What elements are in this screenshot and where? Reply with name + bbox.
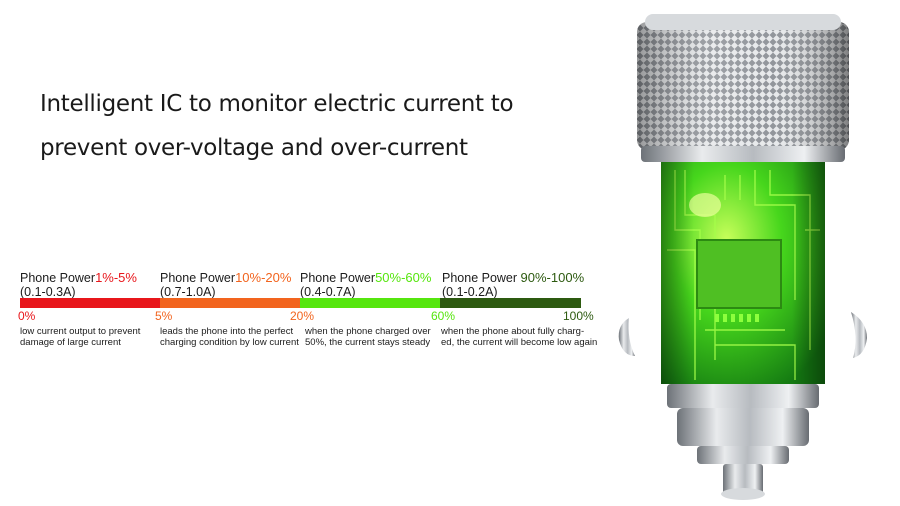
segment-label-1: Phone Power1%-5% (0.1-0.3A) [20, 270, 137, 300]
side-clip-right [851, 312, 867, 358]
tick-label: 5% [155, 309, 173, 323]
headline-line-2: prevent over-voltage and over-current [40, 135, 468, 161]
segment-label-3: Phone Power50%-60% (0.4-0.7A) [300, 270, 432, 300]
power-bar-segment-4 [440, 298, 581, 308]
contact-tip [721, 488, 765, 500]
power-bar-segment-3 [300, 298, 440, 308]
power-bar-segment-1 [20, 298, 160, 308]
power-bar-segment-2 [160, 298, 300, 308]
segment-description-4: when the phone about fully charg- ed, th… [441, 326, 598, 348]
tick-label: 100% [563, 309, 594, 323]
segment-description-2: leads the phone into the perfect chargin… [160, 326, 299, 348]
segment-label-2: Phone Power10%-20% (0.7-1.0A) [160, 270, 292, 300]
tick-label: 0% [18, 309, 36, 323]
metal-collar [677, 408, 809, 446]
segment-description-1: low current output to prevent damage of … [20, 326, 141, 348]
headline: Intelligent IC to monitor electric curre… [40, 82, 514, 170]
tick-label: 60% [431, 309, 456, 323]
car-charger-image [618, 14, 867, 500]
tick-label: 20% [290, 309, 315, 323]
segment-label-4: Phone Power 90%-100% (0.1-0.2A) [442, 270, 585, 300]
segment-description-3: when the phone charged over 50%, the cur… [305, 326, 431, 348]
side-clip-left [618, 318, 635, 356]
headline-line-1: Intelligent IC to monitor electric curre… [40, 91, 514, 117]
